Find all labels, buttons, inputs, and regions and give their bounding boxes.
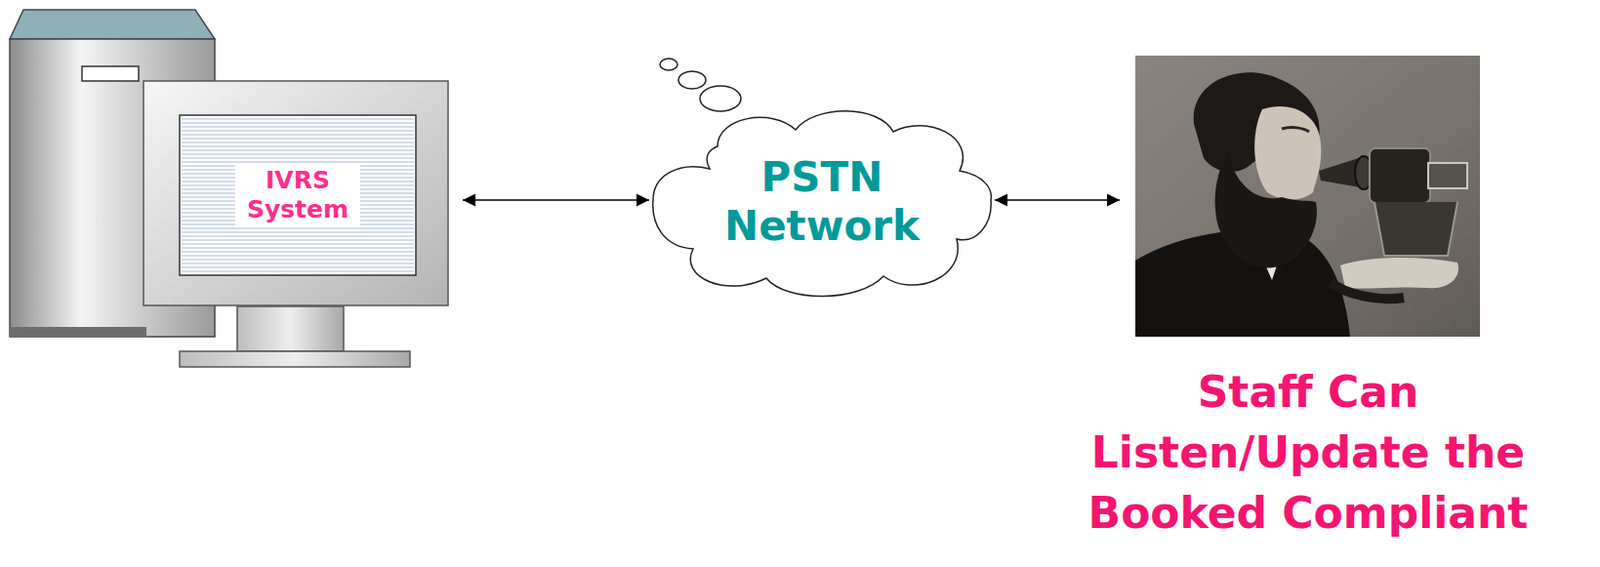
staff-photo: [1135, 55, 1480, 337]
staff-photo-node: Staff Can Listen/Update the Booked Compl…: [1029, 55, 1587, 544]
man-on-telephone-picture: [1135, 55, 1480, 337]
connector-arrow: [994, 199, 1120, 202]
connector-arrow: [462, 199, 650, 202]
caption-text: Staff Can Listen/Update the Booked Compl…: [1029, 362, 1587, 544]
monitor-stand: [179, 306, 411, 368]
node-label: PSTN Network: [699, 153, 944, 251]
node-label: IVRS System: [235, 164, 361, 226]
network-cloud: PSTN Network: [649, 102, 995, 301]
thought-bubbles: [659, 58, 741, 112]
monitor-box: IVRS System: [142, 80, 450, 307]
